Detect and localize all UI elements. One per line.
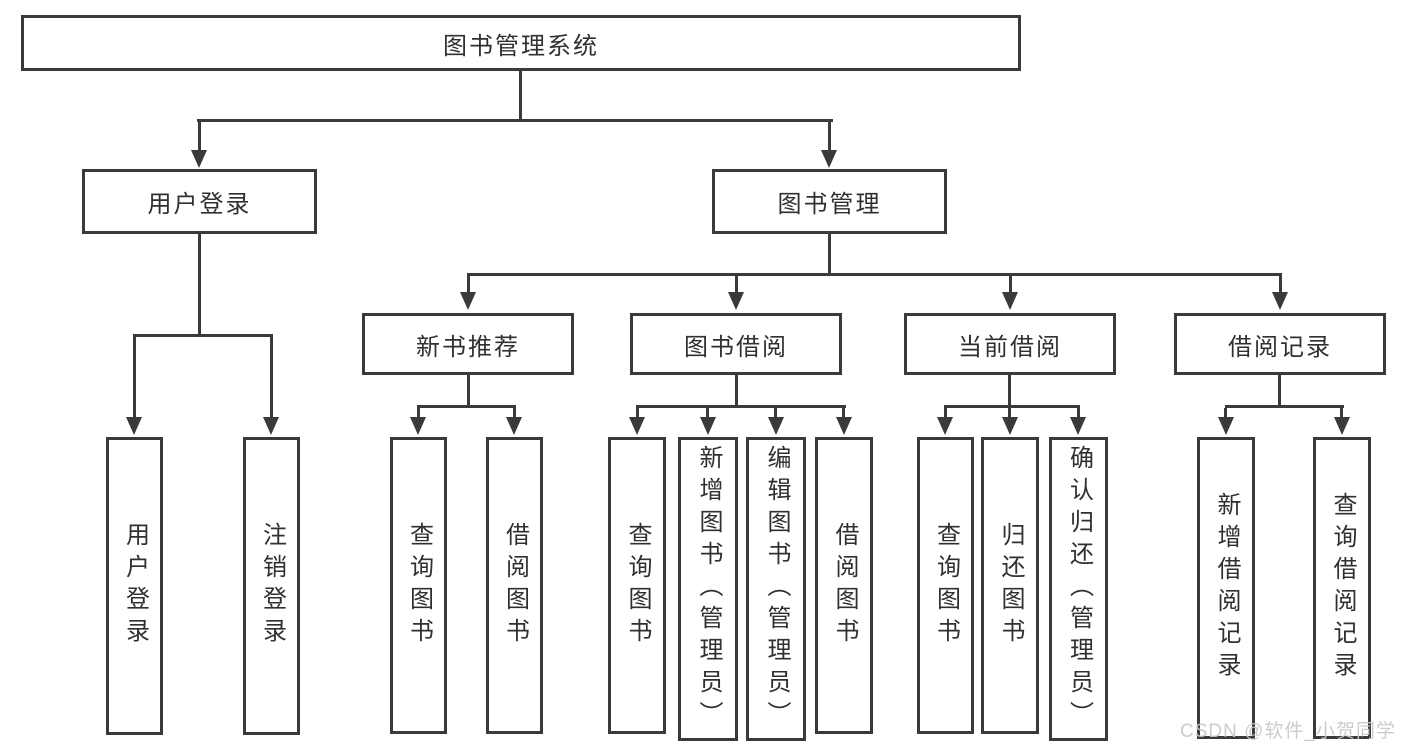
leaf-add-borrow-record-label: 新增借阅记录 [1213,492,1240,684]
node-new-book-recommend: 新书推荐 [362,313,574,375]
connector-line [1009,276,1012,293]
leaf-confirm-return-admin-label: 确认归还（管理员） [1065,445,1093,733]
connector-line [774,408,777,418]
connector-line [1278,375,1281,407]
leaf-query-books-borrow-label: 查询图书 [624,521,651,650]
connector-line [133,337,136,418]
connector-line [842,408,845,418]
arrow-down-icon [1272,292,1288,310]
leaf-add-book-admin: 新增图书（管理员） [678,437,738,741]
arrow-down-icon [263,417,279,435]
leaf-borrow-books-recommend-label: 借阅图书 [501,521,529,650]
arrow-down-icon [1070,417,1086,435]
arrow-down-icon [821,150,837,168]
arrow-down-icon [836,417,852,435]
connector-line [1225,405,1344,408]
connector-line [636,408,639,418]
watermark-text: CSDN @软件_小贺同学 [1180,721,1396,742]
arrow-down-icon [410,417,426,435]
connector-line [1008,408,1011,418]
connector-line [735,276,738,293]
node-library-system: 图书管理系统 [21,15,1021,71]
arrow-down-icon [700,417,716,435]
node-current-borrow: 当前借阅 [904,313,1116,375]
leaf-return-book: 归还图书 [981,437,1039,734]
arrow-down-icon [126,417,142,435]
leaf-edit-book-admin-label: 编辑图书（管理员） [763,445,790,733]
leaf-query-borrow-record: 查询借阅记录 [1313,437,1371,739]
connector-line [519,71,522,122]
connector-line [1077,408,1080,418]
leaf-query-borrow-record-label: 查询借阅记录 [1329,492,1356,684]
arrow-down-icon [506,417,522,435]
node-book-borrow: 图书借阅 [630,313,842,375]
leaf-user-login: 用户登录 [106,437,163,735]
connector-line [467,276,470,293]
node-user-login-label: 用户登录 [147,191,252,218]
leaf-edit-book-admin: 编辑图书（管理员） [746,437,806,741]
arrow-down-icon [1002,292,1018,310]
connector-line [828,122,831,151]
connector-line [1279,276,1282,293]
leaf-add-book-admin-label: 新增图书（管理员） [695,445,722,733]
arrow-down-icon [460,292,476,310]
node-book-management: 图书管理 [712,169,947,234]
connector-line [198,122,201,151]
node-borrow-records-label: 借阅记录 [1228,333,1332,361]
leaf-borrow-books: 借阅图书 [815,437,873,734]
leaf-query-books-recommend: 查询图书 [390,437,447,734]
connector-line [198,234,201,335]
arrow-down-icon [728,292,744,310]
connector-line [417,405,516,408]
leaf-logout-label: 注销登录 [258,522,286,650]
connector-line [467,273,1282,276]
leaf-query-books-current-label: 查询图书 [932,521,960,650]
arrow-down-icon [937,417,953,435]
leaf-confirm-return-admin: 确认归还（管理员） [1049,437,1108,741]
connector-line [944,405,1080,408]
leaf-query-books-recommend-label: 查询图书 [405,521,433,650]
connector-line [636,405,846,408]
leaf-add-borrow-record: 新增借阅记录 [1197,437,1255,739]
connector-line [1224,408,1227,418]
connector-line [467,375,470,407]
leaf-query-books-borrow: 查询图书 [608,437,666,734]
node-book-borrow-label: 图书借阅 [684,333,788,361]
connector-line [706,408,709,418]
arrow-down-icon [768,417,784,435]
leaf-borrow-books-recommend: 借阅图书 [486,437,543,734]
node-current-borrow-label: 当前借阅 [958,333,1062,361]
leaf-logout: 注销登录 [243,437,300,735]
arrow-down-icon [1334,417,1350,435]
node-library-system-label: 图书管理系统 [443,32,599,60]
arrow-down-icon [629,417,645,435]
connector-line [944,408,947,418]
leaf-borrow-books-label: 借阅图书 [831,521,858,650]
connector-line [513,408,516,418]
node-user-login: 用户登录 [82,169,317,234]
arrow-down-icon [1218,417,1234,435]
arrow-down-icon [1002,417,1018,435]
leaf-return-book-label: 归还图书 [997,521,1024,650]
node-borrow-records: 借阅记录 [1174,313,1386,375]
node-new-book-recommend-label: 新书推荐 [416,333,520,361]
arrow-down-icon [191,150,207,168]
leaf-user-login-label: 用户登录 [121,522,149,650]
connector-line [1340,408,1343,418]
connector-line [133,334,273,337]
node-book-management-label: 图书管理 [777,191,882,218]
leaf-query-books-current: 查询图书 [917,437,974,734]
connector-line [1008,375,1011,407]
connector-line [270,337,273,418]
connector-line [197,119,833,122]
connector-line [828,234,831,276]
connector-line [417,408,420,418]
connector-line [735,375,738,407]
